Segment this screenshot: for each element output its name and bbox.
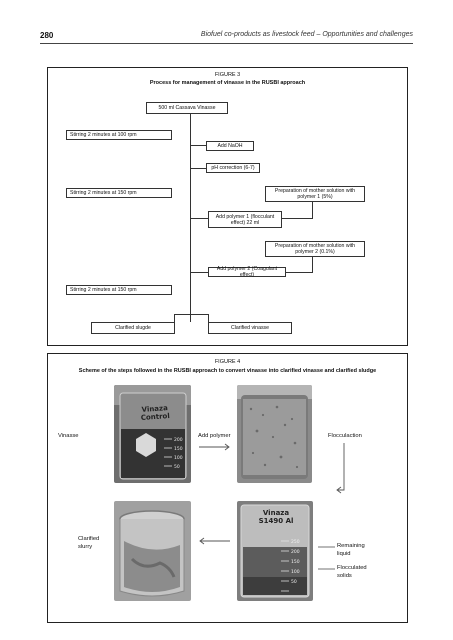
- stir-3-box: Stirring 2 minutes at 150 rpm: [66, 285, 172, 295]
- sludge-box: Clarified slugde: [91, 322, 175, 334]
- figure-4-frame: FIGURE 4 Scheme of the steps followed in…: [47, 353, 408, 623]
- arrow-left-icon: [199, 537, 230, 545]
- svg-text:200: 200: [291, 549, 300, 555]
- label-add-polymer: Add polymer: [198, 433, 231, 439]
- running-title: Biofuel co-products as livestock feed – …: [200, 31, 413, 38]
- photo-flocculated-beaker: 250 200 150 100 50 Vinaza S1490 Al: [237, 501, 313, 601]
- prep-2-text: Preparation of mother solution with poly…: [274, 243, 356, 255]
- figure-3-title: Process for management of vinasse in the…: [149, 80, 306, 86]
- photo-clarified-slurry: [114, 501, 191, 601]
- arrows-layer: [199, 443, 345, 570]
- beaker-s1490-svg: 250 200 150 100 50: [237, 501, 313, 601]
- arrow-right-icon: [199, 443, 230, 451]
- label-flocculation: Flocculaction: [328, 433, 362, 439]
- start-text: 500 ml Cassava Vinasse: [158, 105, 216, 111]
- svg-text:100: 100: [174, 455, 183, 461]
- stir-1-box: Stirring 2 minutes at 100 rpm: [66, 130, 172, 140]
- label-vinasse: Vinasse: [58, 433, 79, 439]
- photo-vinasse-control: 200 150 100 50 Vinaza Control: [114, 385, 191, 483]
- poly-2-box: Add polymer 2 (Coagulant effect): [208, 266, 286, 278]
- arrow-down-icon: [336, 443, 345, 494]
- stir-2-box: Stirring 2 minutes at 150 rpm: [66, 188, 172, 198]
- branch-naoh: [190, 145, 206, 146]
- prep-1-drop: [312, 202, 313, 219]
- poly-1-text: Add polymer 1 (flocculant effect) 22 ml: [215, 213, 275, 226]
- prep-1-box: Preparation of mother solution with poly…: [265, 186, 365, 202]
- sludge-text: Clarified slugde: [115, 325, 151, 331]
- svg-text:50: 50: [291, 579, 297, 585]
- ph-text: pH correction (6-7): [211, 165, 255, 171]
- stir-1-text: Stirring 2 minutes at 100 rpm: [70, 132, 137, 138]
- header-rule: [40, 43, 413, 44]
- prep-1-text: Preparation of mother solution with poly…: [274, 188, 356, 200]
- svg-text:150: 150: [174, 446, 183, 452]
- beaker-control-svg: 200 150 100 50: [114, 385, 191, 483]
- figure-3-frame: FIGURE 3 Process for management of vinas…: [47, 67, 408, 346]
- split-bar: [174, 314, 208, 315]
- prep-2-link: [286, 272, 312, 273]
- naoh-text: Add NaOH: [217, 143, 243, 149]
- poly-2-text: Add polymer 2 (Coagulant effect): [216, 266, 278, 278]
- figure-3-label: FIGURE 3: [214, 72, 241, 78]
- svg-text:150: 150: [291, 559, 300, 565]
- flow-spine: [190, 112, 191, 322]
- branch-poly-1: [190, 218, 208, 219]
- branch-ph: [190, 168, 206, 169]
- prep-2-drop: [312, 257, 313, 273]
- naoh-box: Add NaOH: [206, 141, 254, 151]
- photo-add-polymer: [237, 385, 312, 483]
- split-left-leg: [174, 314, 175, 324]
- start-box: 500 ml Cassava Vinasse: [146, 102, 228, 114]
- svg-text:50: 50: [174, 464, 180, 470]
- flocculation-svg: [237, 385, 312, 483]
- prep-2-box: Preparation of mother solution with poly…: [265, 241, 365, 257]
- svg-text:200: 200: [174, 437, 183, 443]
- prep-1-link: [282, 218, 312, 219]
- vinasse-box: Clarified vinasse: [208, 322, 292, 334]
- ph-box: pH correction (6-7): [206, 163, 260, 173]
- poly-1-box: Add polymer 1 (flocculant effect) 22 ml: [208, 211, 282, 228]
- label-flocculated-solids: Flocculated solids: [337, 565, 367, 579]
- svg-text:250: 250: [291, 539, 300, 545]
- stir-2-text: Stirring 2 minutes at 150 rpm: [70, 190, 137, 196]
- jar-svg: [114, 501, 191, 601]
- vinasse-text: Clarified vinasse: [230, 325, 270, 331]
- split-right-leg: [208, 314, 209, 324]
- page-number: 280: [40, 31, 54, 40]
- svg-text:100: 100: [291, 569, 300, 575]
- stir-3-text: Stirring 2 minutes at 150 rpm: [70, 287, 137, 293]
- beaker-2-label: Vinaza S1490 Al: [258, 509, 294, 525]
- figure-4-label: FIGURE 4: [214, 359, 241, 365]
- label-clarified-slurry: Clarified slurry: [78, 536, 100, 550]
- figure-4-title: Scheme of the steps followed in the RUSB…: [78, 368, 377, 374]
- branch-poly-2: [190, 272, 208, 273]
- label-remaining-liquid: Remaining liquid: [337, 543, 365, 557]
